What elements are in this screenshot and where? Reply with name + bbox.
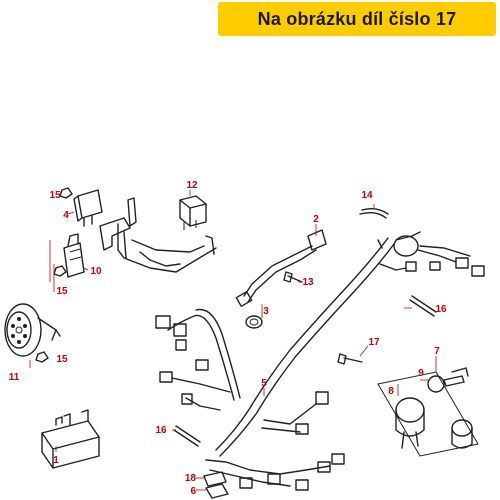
- callout-3: 3: [263, 306, 269, 317]
- part-number-banner: Na obrázku díl číslo 17: [218, 2, 496, 36]
- callout-5: 5: [261, 378, 267, 389]
- callout-6: 6: [190, 486, 196, 497]
- part-14-clamp[interactable]: [359, 207, 389, 249]
- part-16-cable-tie-upper[interactable]: [409, 295, 437, 317]
- callout-12: 12: [186, 180, 198, 191]
- part-7-seat-lock[interactable]: [451, 419, 473, 449]
- part-15-nut-top[interactable]: [59, 187, 73, 199]
- part-6-connector[interactable]: [205, 483, 229, 499]
- callout-8: 8: [388, 386, 394, 397]
- leader-lines: [29, 190, 437, 491]
- callout-18: 18: [185, 473, 197, 484]
- part-8-ignition-switch[interactable]: [395, 397, 425, 449]
- part-4-relay[interactable]: [73, 189, 103, 227]
- callout-1: 1: [53, 455, 59, 466]
- callout-17: 17: [368, 337, 380, 348]
- part-7-lock-set[interactable]: [377, 371, 479, 457]
- part-11-horn[interactable]: [4, 303, 61, 357]
- callout-14: 14: [361, 190, 373, 201]
- callout-15-mid: 15: [56, 286, 68, 297]
- part-9-key[interactable]: [427, 367, 469, 393]
- part-2-sensor-cable[interactable]: [235, 229, 327, 308]
- callout-15-top: 15: [49, 190, 61, 201]
- part-18-connector[interactable]: [203, 471, 227, 487]
- callout-2: 2: [313, 214, 319, 225]
- part-10-relay[interactable]: [63, 233, 85, 278]
- part-16-cable-tie-lower[interactable]: [173, 425, 201, 447]
- part-13-bolt[interactable]: [283, 271, 303, 283]
- part-3-grommet[interactable]: [245, 315, 263, 329]
- part-17-screw[interactable]: [337, 353, 363, 365]
- callout-16-upper: 16: [435, 304, 447, 315]
- callout-15-lower: 15: [56, 354, 68, 365]
- callout-10: 10: [90, 266, 102, 277]
- part-1-regulator-box[interactable]: [41, 409, 100, 469]
- part-15-nut-lower[interactable]: [35, 351, 49, 363]
- banner-text: Na obrázku díl číslo 17: [257, 8, 457, 29]
- callout-9: 9: [418, 368, 424, 379]
- part-15-nut-mid[interactable]: [53, 265, 67, 277]
- relay-bracket[interactable]: [99, 197, 217, 273]
- callout-11: 11: [9, 372, 20, 383]
- callout-4: 4: [63, 210, 69, 221]
- part-5-wiring-harness[interactable]: [155, 231, 485, 491]
- callout-7: 7: [434, 346, 440, 357]
- part-12-flasher-relay[interactable]: [179, 195, 207, 230]
- callout-16-lower: 16: [155, 425, 167, 436]
- callout-13: 13: [302, 277, 314, 288]
